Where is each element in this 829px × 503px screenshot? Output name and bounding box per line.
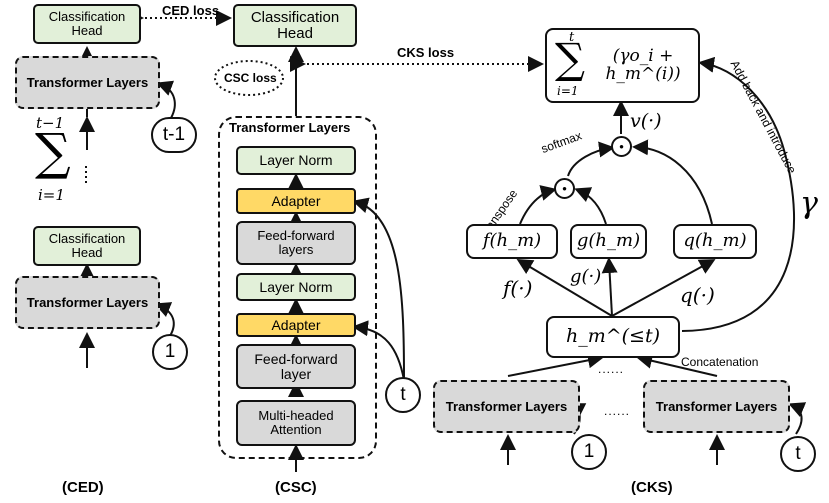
cks-concatenation-label: Concatenation — [681, 355, 759, 369]
csc-classification-head: Classification Head — [233, 4, 357, 47]
cks-transformer-layers-right: Transformer Layers — [643, 380, 790, 433]
csc-layer-norm-bottom: Layer Norm — [236, 273, 356, 301]
ced-caption: (CED) — [62, 479, 104, 496]
cks-sum-box: t ∑ i=1 (γo_i + h_m^(i)) — [545, 28, 700, 103]
csc-adapter-top: Adapter — [236, 188, 356, 214]
cks-gamma-label: γ — [800, 186, 818, 221]
cks-input-node-t: t — [780, 436, 816, 472]
cks-sum-upper-limit: t — [569, 29, 575, 45]
ced-sum-lower-limit: i=1 — [38, 186, 65, 204]
cks-f-box-label: f(h_m) — [482, 230, 542, 252]
csc-multi-headed-attention: Multi-headed Attention — [236, 400, 356, 446]
cks-g-box: g(h_m) — [570, 224, 647, 259]
cks-f-function-label: f(·) — [503, 276, 533, 300]
csc-transformer-layers-frame — [218, 116, 377, 459]
csc-adapter-bottom: Adapter — [236, 313, 356, 337]
ced-loss-label: CED loss — [162, 3, 220, 18]
cks-v-function-label: v(·) — [630, 110, 662, 132]
csc-input-node-t: t — [385, 377, 421, 413]
csc-feed-forward-layer: Feed-forward layer — [236, 344, 356, 389]
ced-sum-symbol: ∑ — [35, 123, 71, 181]
ced-transformer-layers-bottom: Transformer Layers — [15, 276, 160, 329]
cks-transformer-layers-left: Transformer Layers — [433, 380, 580, 433]
csc-layer-norm-top: Layer Norm — [236, 146, 356, 175]
ced-transformer-layers-top: Transformer Layers — [15, 56, 160, 109]
csc-frame-title: Transformer Layers — [229, 120, 351, 135]
cks-h-concat-box: h_m^(≤t) — [546, 316, 680, 358]
cks-f-box: f(h_m) — [466, 224, 558, 259]
cks-sum-lower-limit: i=1 — [557, 83, 579, 98]
ced-input-node-t-minus-1: t-1 — [151, 117, 197, 153]
cks-g-box-label: g(h_m) — [576, 230, 641, 252]
cks-dot-product-top: • — [611, 136, 632, 157]
csc-caption: (CSC) — [275, 479, 317, 496]
ced-classification-head-bottom: Classification Head — [33, 226, 141, 266]
cks-sum-symbol: ∑ — [555, 33, 585, 83]
csc-feed-forward-layers: Feed-forward layers — [236, 221, 356, 265]
cks-dot-product-mid: • — [554, 178, 575, 199]
cks-sum-expression: (γo_i + h_m^(i)) — [605, 45, 681, 84]
cks-h-concat-label: h_m^(≤t) — [565, 325, 661, 348]
cks-g-function-label: g(·) — [570, 266, 602, 287]
cks-input-node-1: 1 — [571, 434, 607, 470]
cks-dots-top: ...... — [598, 362, 625, 376]
cks-loss-label: CKS loss — [397, 45, 455, 60]
cks-q-box: q(h_m) — [673, 224, 757, 259]
cks-dots-mid: ...... — [604, 404, 631, 418]
ced-classification-head-top: Classification Head — [33, 4, 141, 44]
ced-input-node-1: 1 — [152, 334, 188, 370]
cks-caption: (CKS) — [631, 479, 673, 496]
csc-loss-label: CSC loss — [224, 71, 277, 85]
cks-q-function-label: q(·) — [680, 283, 715, 307]
ced-sum-upper-limit: t−1 — [36, 114, 65, 132]
cks-q-box-label: q(h_m) — [683, 230, 747, 252]
